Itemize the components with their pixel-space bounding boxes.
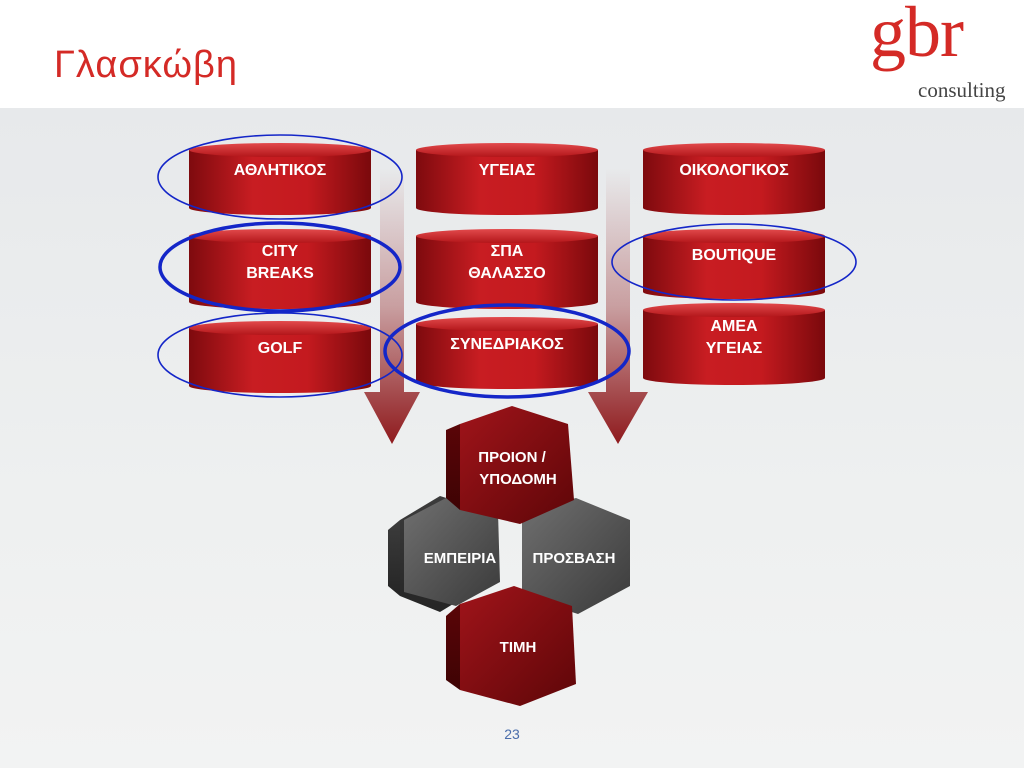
cylinder-body [643,236,825,299]
slide-title: Γλασκώβη [54,44,238,86]
segment-athletic: ΑΘΛΗΤΙΚΟΣ [189,143,371,215]
cylinder-top [416,317,598,331]
highlight-ring-city-breaks [158,221,402,313]
segment-label: BOUTIQUE [692,247,777,264]
cylinder-body [416,324,598,389]
hex-experience [388,496,500,612]
segment-label: ΟΙΚΟΛΟΓΙΚΟΣ [679,162,789,179]
hex-experience-label: ΕΜΠΕΙΡΙΑ [424,550,497,567]
hex-product-line-1: ΠΡΟΙΟΝ / [478,449,546,466]
hex-product-line-2: ΥΠΟΔΟΜΗ [479,471,556,488]
cylinder-body [643,150,825,215]
segment-spa: ΣΠΑ ΘΑΛΑΣΣΟ [416,229,598,309]
hex-access [522,498,630,614]
cylinder-top [189,321,371,335]
logo-wordmark: gbr [870,0,964,72]
logo-subtitle: consulting [918,78,1006,102]
segment-label: GOLF [258,340,303,357]
page-number: 23 [504,726,520,742]
cylinder-top [416,229,598,243]
arrow-right-icon [588,168,648,444]
segment-eco: ΟΙΚΟΛΟΓΙΚΟΣ [643,143,825,215]
hexagon-cluster: ΠΡΟΙΟΝ / ΥΠΟΔΟΜΗ ΕΜΠΕΙΡΙΑ ΠΡΟΣΒΑΣΗ ΤΙΜΗ [388,406,630,706]
cylinder-body [416,150,598,215]
cylinder-body [189,150,371,215]
segment-city-breaks: CITY BREAKS [189,229,371,309]
cylinder-body [189,236,371,309]
hex-price-label: ΤΙΜΗ [500,639,537,656]
highlight-ring-athletic [157,134,403,220]
cylinder-top [643,143,825,157]
cylinder-top [643,229,825,243]
segment-golf: GOLF [189,321,371,393]
segment-label: ΣΥΝΕΔΡΙΑΚΟΣ [450,336,564,353]
segment-health: ΥΓΕΙΑΣ [416,143,598,215]
highlight-rings [157,134,857,399]
cylinder-body [189,328,371,393]
segment-label: ΥΓΕΙΑΣ [706,340,763,357]
cylinder-body [643,310,825,385]
funnel-arrows [364,168,648,444]
segment-conference: ΣΥΝΕΔΡΙΑΚΟΣ [416,317,598,389]
highlight-ring-conference [383,303,631,399]
highlight-ring-boutique [611,223,857,301]
cylinder-top [189,229,371,243]
cylinder-top [189,143,371,157]
cylinder-top [416,143,598,157]
arrow-left-icon [364,168,420,444]
highlight-ring-golf [157,312,403,398]
hex-access-label: ΠΡΟΣΒΑΣΗ [532,550,615,567]
cylinder-top [643,303,825,317]
cylinder-body [416,236,598,309]
segment-boutique: BOUTIQUE [643,229,825,299]
segment-label: BREAKS [246,265,314,282]
segment-cylinders: ΑΘΛΗΤΙΚΟΣ ΥΓΕΙΑΣ ΟΙΚΟΛΟΓΙΚΟΣ CITY BREAKS ΣΠΑ Θ… [189,143,825,393]
gbr-logo: gbr consulting [870,0,1020,106]
segment-label: ΘΑΛΑΣΣΟ [468,265,545,282]
hex-price [446,586,576,706]
segment-label: ΣΠΑ [491,243,524,260]
segment-amea: ΑΜΕΑ ΥΓΕΙΑΣ [643,303,825,385]
segment-label: CITY [262,243,299,260]
segment-label: ΑΘΛΗΤΙΚΟΣ [234,162,327,179]
segment-label: ΥΓΕΙΑΣ [479,162,536,179]
hex-product [446,406,574,524]
slide-header: Γλασκώβη gbr consulting [0,0,1024,108]
segment-label: ΑΜΕΑ [710,318,758,335]
